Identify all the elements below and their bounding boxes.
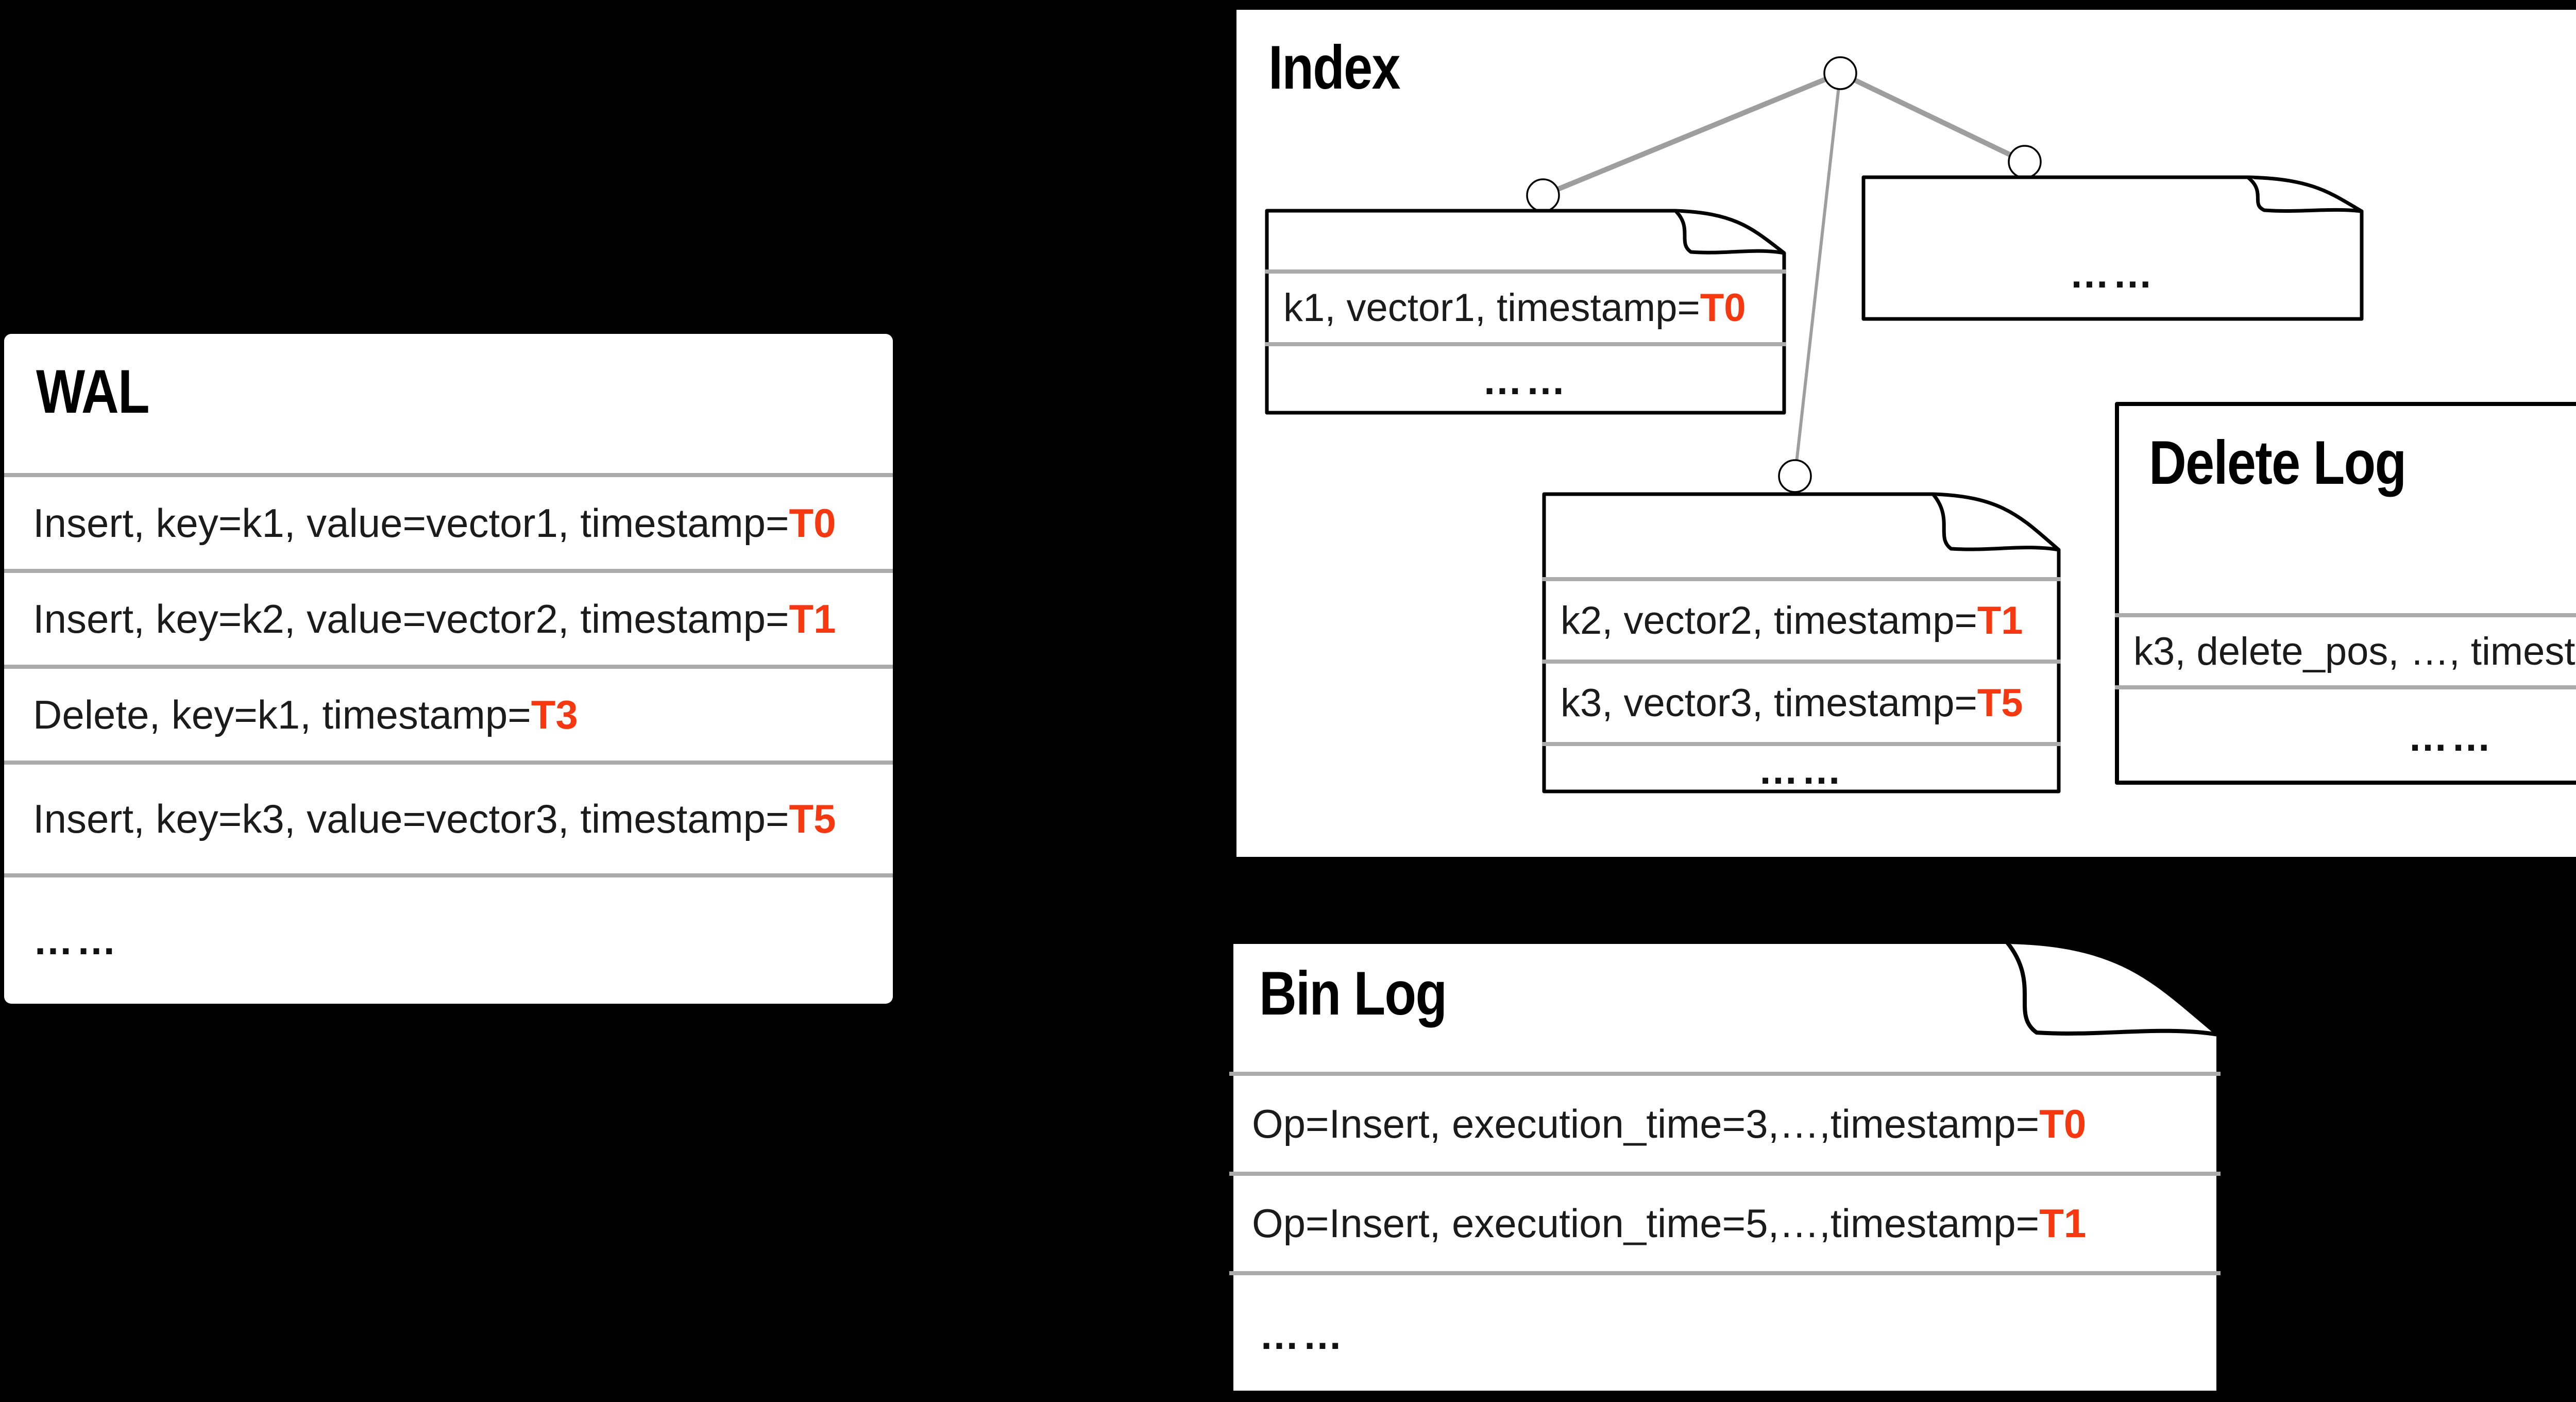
doc-ellipsis-row: …… xyxy=(1265,346,1786,415)
index-segment-other-doc: …… xyxy=(1861,175,2364,321)
divider xyxy=(1229,1072,2221,1076)
divider xyxy=(1542,660,2061,664)
index-title: Index xyxy=(1268,37,1425,98)
tree-edge xyxy=(1542,71,1841,198)
doc-header xyxy=(1542,492,2061,577)
doc-ellipsis-row: …… xyxy=(1542,746,2061,793)
timestamp-value: T5 xyxy=(1977,681,2023,725)
bin-log-row-text: Op=Insert, execution_time=5,…,timestamp= xyxy=(1252,1201,2040,1246)
bin-log-row-2: Op=Insert, execution_time=5,…,timestamp=… xyxy=(1229,1176,2221,1271)
index-segment-k1-doc: k1, vector1, timestamp=T0 …… xyxy=(1265,209,1786,415)
bin-log-row-text: Op=Insert, execution_time=3,…,timestamp= xyxy=(1252,1101,2040,1146)
delete-log-row: k3, delete_pos, …, timestamp=T3 xyxy=(2115,617,2576,685)
divider xyxy=(1229,1271,2221,1275)
document-page-icon xyxy=(1265,209,1786,415)
bin-log-title: Bin Log xyxy=(1229,940,2221,1072)
tree-edge xyxy=(1793,73,1842,477)
wal-panel: WAL Insert, key=k1, value=vector1, times… xyxy=(4,334,893,1004)
wal-row-text: Delete, key=k1, timestamp= xyxy=(33,691,531,737)
wal-title: WAL xyxy=(4,334,893,473)
index-row-text: k1, vector1, timestamp= xyxy=(1283,286,1700,330)
bin-log-doc: Bin Log Op=Insert, execution_time=3,…,ti… xyxy=(1229,940,2221,1395)
tree-edge xyxy=(1839,71,2026,164)
index-tree xyxy=(1526,56,2042,493)
wal-row-delete-k1: Delete, key=k1, timestamp=T3 xyxy=(4,669,893,761)
divider xyxy=(1265,269,1786,274)
timestamp-value: T0 xyxy=(1700,286,1746,330)
index-k3-row: k3, vector3, timestamp=T5 xyxy=(1542,664,2061,742)
ellipsis-text: …… xyxy=(2069,251,2156,296)
ellipsis-text: …… xyxy=(2408,714,2495,759)
document-page-icon xyxy=(1542,492,2061,793)
index-row-text: k3, vector3, timestamp= xyxy=(1561,681,1977,725)
timestamp-value: T5 xyxy=(789,796,836,841)
divider xyxy=(4,569,893,573)
timestamp-value: T1 xyxy=(789,596,836,641)
index-title-text: Index xyxy=(1268,33,1401,102)
bin-log-title-text: Bin Log xyxy=(1259,959,1447,1028)
divider xyxy=(4,473,893,477)
wal-ellipsis-row: …… xyxy=(4,877,893,1004)
doc-ellipsis-row: …… xyxy=(2115,689,2576,785)
ellipsis-text: …… xyxy=(1758,747,1845,792)
timestamp-value: T0 xyxy=(2039,1101,2087,1146)
ellipsis-text: …… xyxy=(33,918,120,963)
timestamp-value: T0 xyxy=(789,500,836,546)
tree-root-node-icon xyxy=(1823,56,1857,90)
timestamp-value: T3 xyxy=(531,691,578,737)
doc-ellipsis-row: …… xyxy=(1229,1275,2221,1395)
doc-header xyxy=(1265,209,1786,269)
divider xyxy=(4,761,893,765)
divider xyxy=(1542,577,2061,581)
doc-ellipsis-row: …… xyxy=(1861,201,2364,347)
tree-node-icon xyxy=(1526,178,1560,212)
index-k1-row: k1, vector1, timestamp=T0 xyxy=(1265,274,1786,342)
divider xyxy=(1229,1172,2221,1176)
tree-node-icon xyxy=(1778,459,1812,493)
divider xyxy=(2115,685,2576,689)
index-k2-row: k2, vector2, timestamp=T1 xyxy=(1542,581,2061,660)
document-page-icon xyxy=(1229,940,2221,1395)
divider xyxy=(1265,342,1786,346)
delete-log-title: Delete Log xyxy=(2115,402,2576,613)
delete-log-row-text: k3, delete_pos, …, timestamp= xyxy=(2133,629,2576,673)
wal-row-insert-k1: Insert, key=k1, value=vector1, timestamp… xyxy=(4,477,893,569)
divider xyxy=(2115,613,2576,617)
wal-row-insert-k3: Insert, key=k3, value=vector3, timestamp… xyxy=(4,765,893,873)
timestamp-value: T1 xyxy=(2039,1201,2087,1246)
bin-log-row-1: Op=Insert, execution_time=3,…,timestamp=… xyxy=(1229,1076,2221,1172)
timestamp-value: T1 xyxy=(1977,598,2023,643)
ellipsis-text: …… xyxy=(1482,358,1569,403)
wal-title-text: WAL xyxy=(36,357,150,426)
ellipsis-text: …… xyxy=(1259,1312,1346,1358)
wal-row-text: Insert, key=k3, value=vector3, timestamp… xyxy=(33,796,789,841)
index-row-text: k2, vector2, timestamp= xyxy=(1561,598,1977,643)
document-page-icon xyxy=(1861,175,2364,321)
wal-row-insert-k2: Insert, key=k2, value=vector2, timestamp… xyxy=(4,573,893,665)
divider xyxy=(4,665,893,669)
delete-log-title-text: Delete Log xyxy=(2149,428,2406,497)
delete-log-doc: Delete Log k3, delete_pos, …, timestamp=… xyxy=(2115,402,2576,785)
index-segment-k2k3-doc: k2, vector2, timestamp=T1 k3, vector3, t… xyxy=(1542,492,2061,793)
divider xyxy=(4,873,893,877)
wal-row-text: Insert, key=k1, value=vector1, timestamp… xyxy=(33,500,789,546)
divider xyxy=(1542,742,2061,746)
wal-row-text: Insert, key=k2, value=vector2, timestamp… xyxy=(33,596,789,641)
tree-node-icon xyxy=(2008,145,2042,179)
